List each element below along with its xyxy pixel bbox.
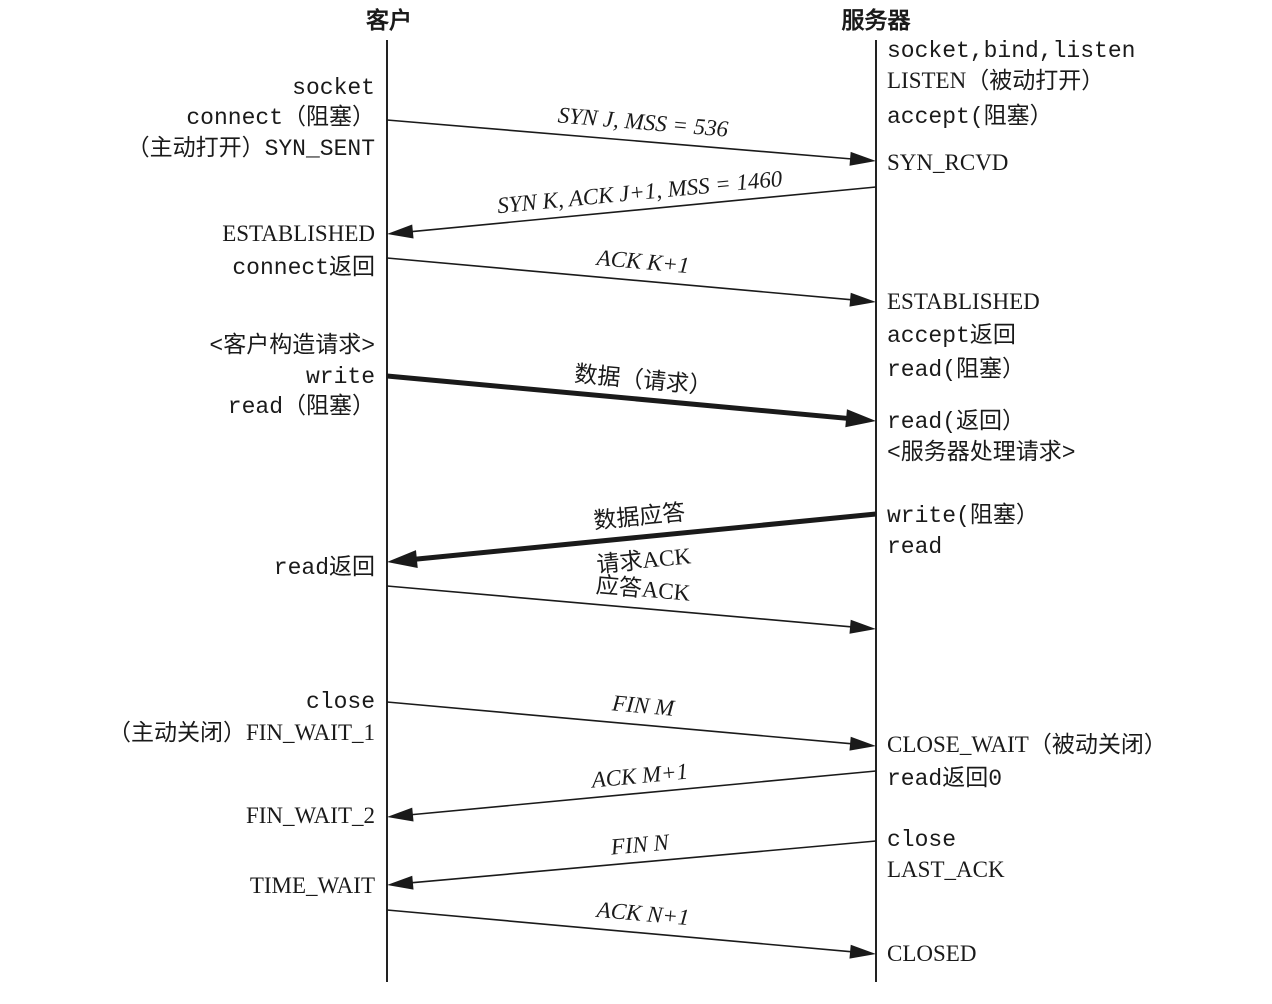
server-state-label: accept返回 xyxy=(887,322,1016,349)
client-state-label: TIME_WAIT xyxy=(250,873,375,898)
client-header: 客户 xyxy=(366,7,412,33)
arrow-line xyxy=(414,511,877,562)
server-state-label: read(返回） xyxy=(887,408,1025,435)
message-arrow: SYN J, MSS = 536 xyxy=(386,102,876,166)
server-state-label: CLOSE_WAIT（被动关闭） xyxy=(887,732,1167,757)
message-label: ACK N+1 xyxy=(594,897,691,930)
client-state-label: connect（阻塞） xyxy=(186,104,375,131)
arrow-line xyxy=(386,701,853,745)
arrow-head xyxy=(849,736,876,751)
server-state-label: LISTEN（被动打开） xyxy=(887,68,1104,93)
server-state-label: LAST_ACK xyxy=(887,857,1005,882)
server-state-label: ESTABLISHED xyxy=(887,289,1040,314)
arrow-head xyxy=(849,292,876,307)
arrow-head xyxy=(387,224,414,239)
arrow-head xyxy=(387,875,414,890)
server-state-label: SYN_RCVD xyxy=(887,150,1008,175)
arrow-line xyxy=(386,909,853,953)
arrow-head xyxy=(387,550,418,569)
server-state-label: read xyxy=(887,534,942,560)
arrow-line xyxy=(386,585,853,628)
message-label: 请求ACK xyxy=(595,543,692,577)
client-state-labels: socket connect（阻塞） （主动打开）SYN_SENT ESTABLISH… xyxy=(108,75,375,898)
client-state-label: socket xyxy=(292,75,375,101)
arrow-head xyxy=(849,151,876,166)
arrow-head xyxy=(387,807,414,822)
message-arrow: SYN K, ACK J+1, MSS = 1460 xyxy=(387,166,877,239)
message-label: 应答ACK xyxy=(595,572,692,605)
server-state-label: close xyxy=(887,827,956,853)
server-state-label: read(阻塞） xyxy=(887,356,1025,383)
arrow-line xyxy=(386,257,853,301)
message-label: FIN M xyxy=(610,690,677,721)
client-state-label: read（阻塞） xyxy=(228,393,375,420)
message-arrow: FIN N xyxy=(387,829,877,890)
client-state-label: FIN_WAIT_2 xyxy=(246,803,375,828)
arrow-line xyxy=(386,119,853,160)
server-state-label: write(阻塞） xyxy=(887,502,1039,529)
server-state-label: CLOSED xyxy=(887,941,976,966)
client-state-label: write xyxy=(306,364,375,390)
message-arrow: FIN M xyxy=(386,690,876,751)
client-state-label: read返回 xyxy=(274,554,375,581)
server-state-label: socket,bind,listen xyxy=(887,38,1135,64)
message-label: 数据应答 xyxy=(592,500,686,534)
message-arrow: 应答ACK xyxy=(386,572,876,634)
server-state-label: read返回0 xyxy=(887,765,1002,792)
arrow-head xyxy=(849,619,876,634)
arrow-line xyxy=(410,186,877,233)
server-header: 服务器 xyxy=(842,8,912,33)
arrow-line xyxy=(410,770,877,816)
message-label: ACK K+1 xyxy=(594,245,691,278)
server-state-label: accept(阻塞） xyxy=(887,103,1053,130)
server-state-label: <服务器处理请求> xyxy=(887,439,1076,466)
client-state-label: <客户构造请求> xyxy=(209,332,375,359)
arrow-head xyxy=(845,409,876,428)
message-arrow: ACK N+1 xyxy=(386,897,876,959)
message-arrow: ACK M+1 xyxy=(387,759,877,822)
message-label: FIN N xyxy=(609,829,672,859)
client-state-label: （主动关闭）FIN_WAIT_1 xyxy=(108,720,375,745)
arrow-line xyxy=(410,840,877,884)
client-state-label: close xyxy=(306,689,375,715)
client-state-label: connect返回 xyxy=(232,254,375,281)
message-arrow: ACK K+1 xyxy=(386,245,876,307)
arrow-line xyxy=(386,373,849,421)
arrow-head xyxy=(849,944,876,959)
message-arrow: 数据（请求） xyxy=(386,361,876,428)
client-state-label: ESTABLISHED xyxy=(222,221,375,246)
client-state-label: （主动打开）SYN_SENT xyxy=(127,135,375,162)
message-label: ACK M+1 xyxy=(588,759,689,793)
